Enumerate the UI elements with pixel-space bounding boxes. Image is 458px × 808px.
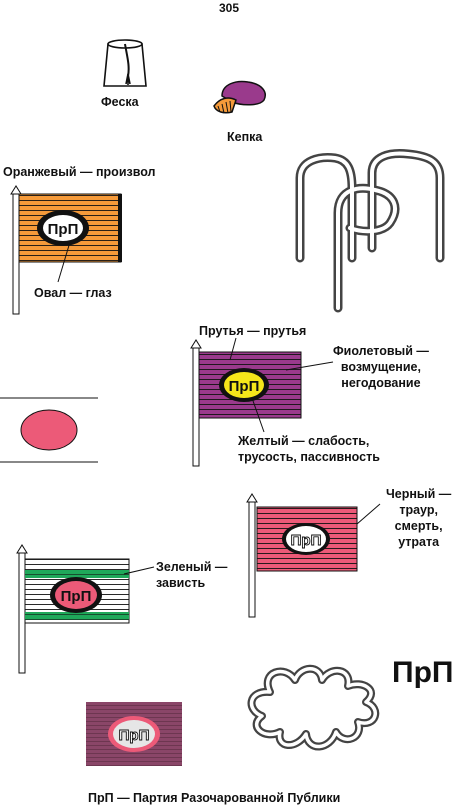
pink-oval-figure — [0, 397, 98, 463]
label-yellow: Желтый — слабость,трусость, пассивность — [238, 434, 380, 464]
label-green: Зеленый —зависть — [156, 560, 228, 590]
dark-pink-flag-emblem: ПрП — [119, 727, 150, 744]
label-rods: Прутья — прутья — [199, 324, 307, 338]
pink-flag-emblem: ПрП — [291, 532, 322, 549]
pink-flag: ПрП — [246, 493, 381, 618]
green-flag-emblem: ПрП — [61, 588, 92, 605]
label-violet: Фиолетовый —возмущение,негодование — [333, 344, 429, 390]
orange-flag: ПрП — [10, 185, 122, 315]
fez-icon — [103, 39, 147, 87]
label-black: Черный —траур,смерть,утрата — [386, 487, 452, 549]
label-feska: Феска — [101, 95, 139, 109]
caption: ПрП — Партия Разочарованной Публики — [88, 791, 341, 805]
prp-outline-logo — [295, 149, 445, 313]
green-flag: ПрП — [16, 544, 155, 674]
dark-pink-flag: ПрП — [86, 702, 182, 766]
big-logo-text: ПрП — [392, 656, 454, 689]
label-orange: Оранжевый — произвол — [3, 165, 156, 179]
orange-flag-emblem: ПрП — [48, 221, 79, 238]
violet-flag: ПрП — [190, 337, 334, 467]
page-number: 305 — [218, 1, 240, 15]
wavy-blob-outline — [247, 664, 380, 751]
violet-flag-emblem: ПрП — [229, 378, 260, 395]
cap-icon — [213, 80, 266, 114]
label-oval: Овал — глаз — [34, 286, 112, 300]
label-kepka: Кепка — [227, 130, 263, 144]
